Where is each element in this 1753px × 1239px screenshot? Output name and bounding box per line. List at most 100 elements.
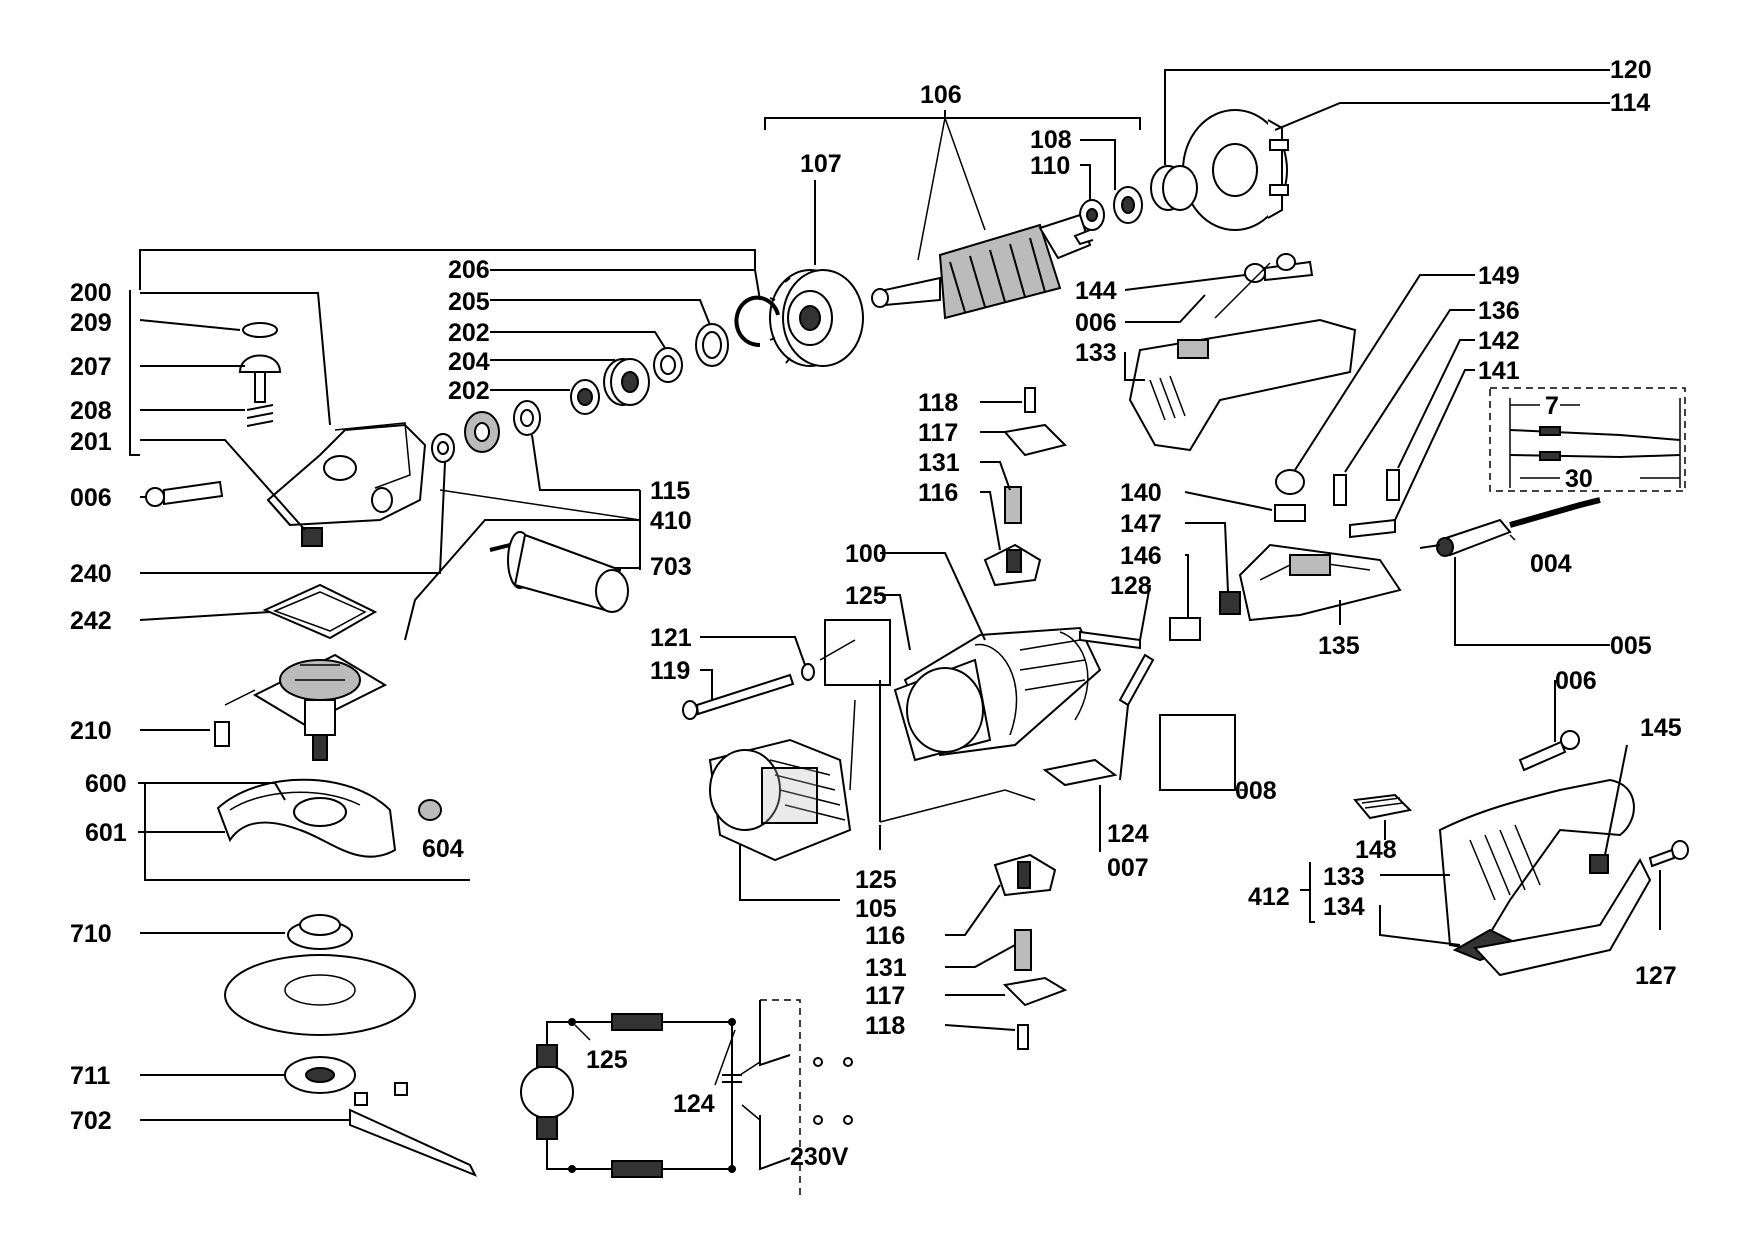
label-30: 30: [1565, 465, 1593, 493]
label-114: 114: [1610, 89, 1650, 117]
label-134: 134: [1323, 893, 1365, 921]
part-207-lock-button: [238, 354, 282, 403]
part-201-plug: [301, 527, 323, 547]
label-124-schematic: 124: [673, 1090, 715, 1118]
part-208-spring: [246, 404, 274, 427]
label-121: 121: [650, 624, 692, 652]
label-147: 147: [1120, 510, 1162, 538]
label-105: 105: [855, 895, 897, 923]
label-148: 148: [1355, 836, 1397, 864]
part-141-cable-clamp: [1349, 518, 1396, 539]
part-146-terminal: [1169, 617, 1201, 641]
label-006-left: 006: [70, 484, 112, 512]
part-115-ring: [513, 400, 541, 436]
part-100-motor-housing: [893, 626, 1102, 762]
label-145: 145: [1640, 714, 1682, 742]
label-230v: 230V: [790, 1143, 849, 1171]
part-119-screw: [682, 673, 795, 720]
part-210-screw: [214, 721, 230, 747]
label-240: 240: [70, 560, 112, 588]
part-206-circlip: [734, 295, 780, 347]
label-209: 209: [70, 309, 112, 337]
label-710: 710: [70, 920, 112, 948]
brush-assembly-top: [983, 387, 1067, 587]
part-006-screw-left: [145, 480, 224, 507]
wiring-schematic: [520, 999, 853, 1200]
part-410-flange-gear: [252, 653, 388, 761]
part-202-ring-bottom: [570, 379, 600, 415]
part-number-labels: 120 114 106 107 108 110 200 209 207 208 …: [70, 56, 1682, 1171]
label-117-bottom: 117: [865, 982, 905, 1010]
brush-assembly-bottom: [993, 853, 1068, 1050]
part-125-label-sheet: [824, 619, 891, 686]
label-144: 144: [1075, 277, 1117, 305]
label-119: 119: [650, 657, 690, 685]
part-006-screw-right: [1518, 730, 1580, 772]
label-115: 115: [650, 477, 690, 505]
label-703: 703: [650, 553, 692, 581]
label-120: 120: [1610, 56, 1652, 84]
label-601: 601: [85, 819, 127, 847]
part-149-capacitor: [1275, 469, 1305, 495]
part-240-nut: [431, 433, 455, 463]
label-100: 100: [845, 540, 887, 568]
label-206: 206: [448, 256, 490, 284]
part-145-insert: [1589, 854, 1609, 874]
part-204-bearing: [603, 358, 650, 406]
part-108-bearing: [1113, 186, 1143, 224]
label-133-lower: 133: [1323, 863, 1365, 891]
part-133-upper-handle: [1128, 318, 1357, 452]
part-242-gasket: [262, 583, 378, 640]
label-118-bottom: 118: [865, 1012, 905, 1040]
part-711-nut: [284, 1056, 356, 1094]
label-006-right: 006: [1555, 667, 1597, 695]
part-412-rear-handle: [1438, 778, 1652, 977]
label-208: 208: [70, 397, 112, 425]
part-710-flange: [287, 914, 353, 950]
label-205: 205: [448, 288, 490, 316]
label-106: 106: [920, 81, 962, 109]
part-147-block: [1219, 591, 1241, 615]
label-125-schematic: 125: [586, 1046, 628, 1074]
part-110-ring: [1079, 199, 1105, 231]
part-209-ring: [242, 322, 278, 338]
label-107: 107: [800, 150, 842, 178]
part-200-gear-housing: [266, 422, 427, 527]
label-116-bottom: 116: [865, 922, 905, 950]
label-008: 008: [1235, 777, 1277, 805]
label-124-upper: 124: [1107, 820, 1149, 848]
part-106-armature: [871, 213, 1094, 320]
label-135: 135: [1318, 632, 1360, 660]
part-124-rod: [1118, 653, 1155, 707]
label-7: 7: [1545, 392, 1559, 420]
label-131-bottom: 131: [865, 954, 907, 982]
label-210: 210: [70, 717, 112, 745]
part-007-label: [1042, 758, 1118, 787]
label-146: 146: [1120, 542, 1162, 570]
label-200: 200: [70, 279, 112, 307]
part-604-nut: [418, 799, 442, 821]
label-600: 600: [85, 770, 127, 798]
part-135-switch: [1238, 543, 1402, 622]
part-004-power-cable: [1419, 497, 1601, 549]
label-131-top: 131: [918, 449, 960, 477]
part-600-wheel-guard: [216, 778, 397, 858]
label-118-top: 118: [918, 389, 958, 417]
part-144-screw: [1244, 260, 1314, 283]
part-205-washer: [695, 323, 729, 367]
part-121-washer: [801, 663, 815, 681]
label-127: 127: [1635, 962, 1677, 990]
grinding-disc: [224, 954, 416, 1036]
label-004: 004: [1530, 550, 1572, 578]
part-120-sleeve: [1150, 165, 1198, 211]
label-125-lower: 125: [855, 866, 897, 894]
part-006-screw-top: [1214, 253, 1296, 319]
part-105-stator: [708, 738, 852, 862]
part-008-label: [1159, 714, 1236, 791]
label-128: 128: [1110, 572, 1152, 600]
part-410-pinion: [464, 411, 500, 453]
label-142: 142: [1478, 327, 1520, 355]
label-410: 410: [650, 507, 692, 535]
label-242: 242: [70, 607, 112, 635]
